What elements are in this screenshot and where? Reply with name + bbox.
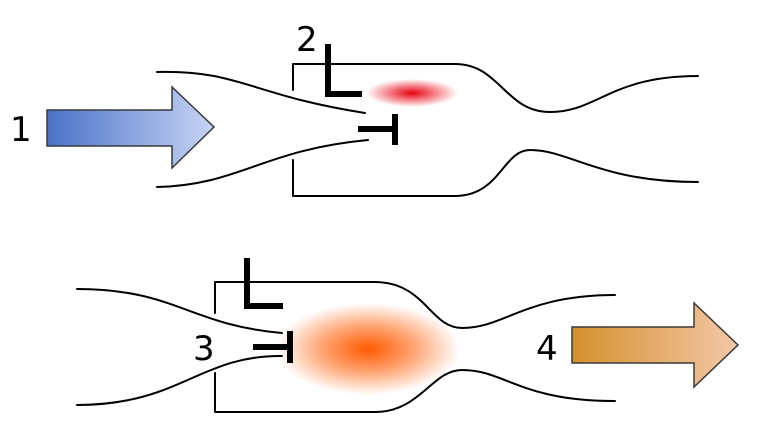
label-1: 1 [10, 110, 32, 150]
intake-upper-wall [156, 70, 366, 114]
intake-lower-wall [156, 139, 369, 188]
label-2: 2 [296, 20, 318, 60]
chamber-bottom-outline [214, 369, 616, 413]
chamber-bottom-outline [292, 149, 699, 197]
combustion-flame [276, 303, 460, 395]
exhaust-arrow-icon [571, 301, 740, 389]
intake-upper-wall [76, 288, 283, 334]
spark-glow [366, 79, 458, 107]
engine-bottom: 3 4 [76, 258, 740, 413]
chamber-top-outline [214, 281, 616, 329]
spark-plug-icon [325, 44, 362, 97]
fuel-injector-icon [358, 114, 398, 145]
fuel-injector-icon [253, 331, 293, 363]
label-3: 3 [193, 329, 215, 369]
engine-top: 1 2 [10, 20, 699, 197]
label-4: 4 [536, 329, 558, 369]
chamber-top-outline [292, 63, 699, 113]
inlet-arrow-icon [46, 85, 216, 170]
spark-plug-icon [244, 258, 283, 309]
intake-lower-wall [76, 354, 283, 406]
